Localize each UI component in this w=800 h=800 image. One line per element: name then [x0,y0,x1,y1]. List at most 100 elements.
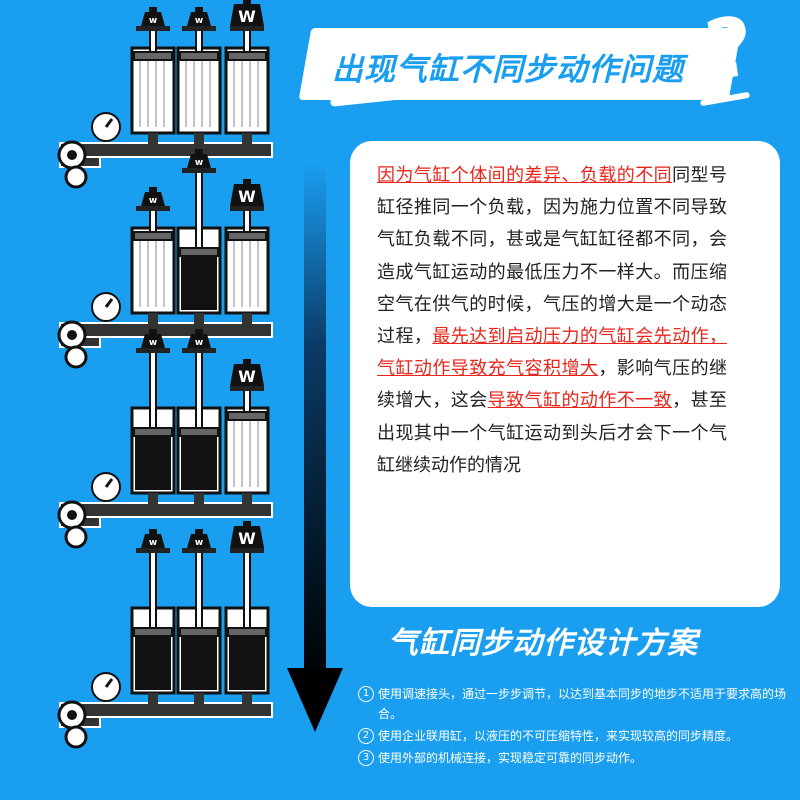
rod-platform [182,348,216,353]
weight-handle [243,359,251,364]
piston-rod [195,29,203,53]
pump-gear-hub [67,710,77,720]
pipe-connector [242,313,252,325]
pump-gear-hub [67,330,77,340]
rod-platform [230,386,264,391]
rod-platform [182,168,216,173]
gauge-needle [104,478,114,488]
pump-gear-icon [64,165,88,189]
weight-block-icon [187,534,211,548]
weight-handle [195,329,203,334]
piston-rod [243,389,251,413]
cylinder-fluid [181,253,217,310]
cylinder-piston [227,51,267,61]
solution-text: 使用企业联用缸，以液压的不可压缩特性，来实现较高的同步精度。 [378,729,739,743]
weight-block-icon [141,334,165,348]
highlighted-text: 最先达到启动压力的气缸会先动作，气缸动作导致充气容积增大 [377,326,728,380]
weight-handle [149,329,157,334]
weight-label: w [149,196,157,206]
cylinder-piston [227,627,267,637]
weight-block-icon [230,4,264,26]
weight-handle [243,0,251,4]
pipe-connector [242,493,252,505]
air-pipe [59,322,273,338]
cylinder-piston [133,427,173,437]
cylinder-fluid [229,633,265,690]
piston-rod [149,29,157,53]
explanation-text: 因为气缸个体间的差异、负载的不同同型号缸径推同一个负载，因为施力位置不同导致气缸… [377,160,727,482]
cylinder-fluid [135,633,171,690]
cylinder-piston [179,427,219,437]
weight-block-icon [230,364,264,386]
pump-gear-icon [64,525,88,549]
solution-number: 1 [358,686,374,702]
cylinder-piston [179,627,219,637]
pipe-connector [148,133,158,145]
weight-block-icon [141,534,165,548]
rod-platform [136,548,170,553]
cylinder-body [176,46,222,135]
weight-label: w [195,538,203,548]
pipe-connector [194,133,204,145]
cylinder-piston [133,51,173,61]
piston-rod [243,29,251,53]
weight-block-icon [230,184,264,206]
weight-handle [149,529,157,534]
down-arrow-shaft [304,118,326,688]
weight-block-icon [141,192,165,206]
weight-handle [195,149,203,154]
weight-label: W [238,367,256,386]
rod-platform [136,348,170,353]
air-pipe [59,142,273,158]
solution-text: 使用调速接头，通过一步步调节，以达到基本同步的地步不适用于要求高的场合。 [378,687,787,721]
pump-gear-icon [64,345,88,369]
weight-label: w [195,338,203,348]
piston-rod [243,551,251,629]
body-text: ，甚至出现其中一个气缸运动到头后才会下一个气缸继续动作的情况 [377,390,728,476]
weight-handle [243,179,251,184]
solution-text: 使用外部的机械连接，实现稳定可靠的同步动作。 [378,751,643,765]
cylinder-piston [227,411,267,421]
pipe-connector [148,493,158,505]
pipe-connector [194,313,204,325]
gauge-needle [104,118,114,128]
explanation-card [350,141,780,607]
gauge-needle [104,298,114,308]
highlighted-text: 导致气缸的动作不一致 [487,390,673,412]
pipe-connector [148,313,158,325]
pump-gear-hub [67,150,77,160]
piston-rod [149,351,157,429]
cylinder-piston [179,51,219,61]
pump-gear-icon [64,725,88,749]
weight-handle [149,7,157,12]
weight-label: W [238,529,256,548]
pipe-connector [194,493,204,505]
weight-label: w [149,16,157,26]
highlighted-text: 因为气缸个体间的差异、负载的不同 [377,165,673,186]
rod-platform [182,548,216,553]
weight-handle [149,187,157,192]
weight-block-icon [187,334,211,348]
piston-rod [195,171,203,249]
air-pipe [59,702,273,718]
body-text: 同型号缸径推同一个负载，因为施力位置不同导致气缸负载不同，甚或是气缸缸径都不同，… [377,165,727,348]
cylinder-piston [227,231,267,241]
solution-number: 3 [358,750,374,766]
air-pipe [59,502,273,518]
rod-platform [230,548,264,553]
weight-block-icon [187,12,211,26]
weight-handle [243,521,251,526]
rod-platform [136,26,170,31]
cylinder-piston [133,627,173,637]
rod-platform [136,206,170,211]
pipe-connector [242,133,252,145]
pipe-connector [194,693,204,705]
piston-rod [149,209,157,233]
weight-label: W [238,7,256,26]
weight-label: w [195,158,203,168]
body-text: ，影响气压的继续增大，这会 [377,358,728,412]
cylinder-piston [179,247,219,257]
